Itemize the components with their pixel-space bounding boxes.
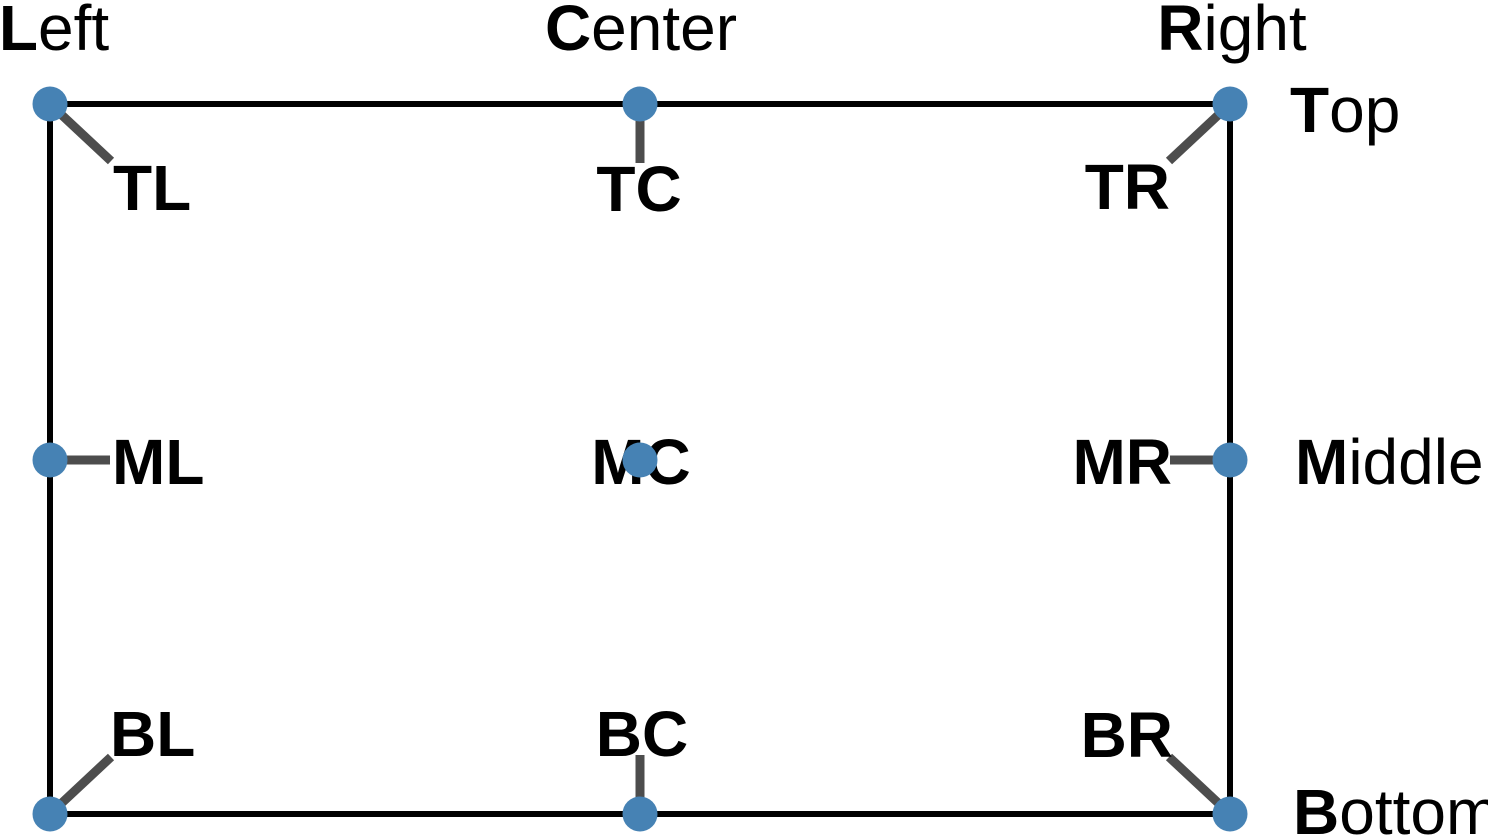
anchor-dot-bottom-right bbox=[1212, 796, 1248, 832]
edge-label-middle: Middle bbox=[1295, 426, 1484, 498]
edge-label-right-bold: R bbox=[1157, 0, 1203, 64]
edge-label-top-bold: T bbox=[1290, 74, 1329, 146]
anchor-dot-top-center bbox=[622, 86, 658, 122]
point-label-middle-right: MR bbox=[1072, 426, 1172, 498]
anchor-dot-middle-right bbox=[1212, 442, 1248, 478]
point-label-top-left: TL bbox=[113, 152, 191, 224]
edge-label-center: Center bbox=[545, 0, 737, 64]
anchor-dots bbox=[32, 86, 1248, 832]
edge-label-center-rest: enter bbox=[591, 0, 737, 64]
point-label-bottom-center: BC bbox=[596, 698, 688, 770]
point-label-top-center: TC bbox=[596, 153, 681, 225]
anchor-dot-middle-center bbox=[622, 442, 658, 478]
edge-label-top-rest: op bbox=[1329, 74, 1400, 146]
edge-label-right-rest: ight bbox=[1204, 0, 1307, 64]
edge-label-center-bold: C bbox=[545, 0, 591, 64]
point-label-bottom-right: BR bbox=[1081, 699, 1173, 771]
edge-label-bottom: Bottom bbox=[1293, 776, 1488, 839]
anchor-dot-top-left bbox=[32, 86, 68, 122]
edge-label-left-bold: L bbox=[0, 0, 38, 64]
edge-label-top: Top bbox=[1290, 74, 1400, 146]
edge-label-bottom-rest: ottom bbox=[1339, 776, 1488, 839]
point-label-bottom-left: BL bbox=[110, 698, 195, 770]
point-label-middle-left: ML bbox=[112, 426, 204, 498]
edge-label-middle-bold: M bbox=[1295, 426, 1348, 498]
edge-label-left: Left bbox=[0, 0, 109, 64]
edge-label-right: Right bbox=[1157, 0, 1307, 64]
anchor-dot-bottom-center bbox=[622, 796, 658, 832]
edge-label-bottom-bold: B bbox=[1293, 776, 1339, 839]
point-label-top-right: TR bbox=[1085, 151, 1170, 223]
anchor-dot-bottom-left bbox=[32, 796, 68, 832]
anchor-dot-top-right bbox=[1212, 86, 1248, 122]
edge-label-left-rest: eft bbox=[38, 0, 109, 64]
edge-label-middle-rest: iddle bbox=[1348, 426, 1483, 498]
anchor-dot-middle-left bbox=[32, 442, 68, 478]
